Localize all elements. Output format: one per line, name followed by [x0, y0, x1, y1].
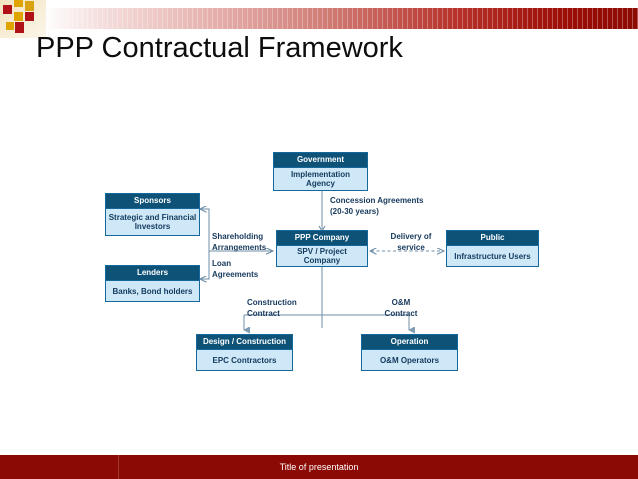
node-ppp-company-header: PPP Company — [277, 231, 367, 246]
node-lenders-header: Lenders — [106, 266, 199, 281]
footer-segment-divider — [118, 455, 119, 479]
edge-label-construction: Construction Contract — [247, 298, 297, 318]
node-public[interactable]: Public Infrastructure Users — [446, 230, 539, 267]
edge-label-om: O&M Contract — [384, 298, 418, 318]
motif-square-gold-2 — [25, 1, 34, 11]
node-operation-header: Operation — [362, 335, 457, 350]
ppp-framework-diagram: Government Implementation Agency Sponsor… — [0, 130, 638, 400]
edge-shareholding — [201, 209, 272, 251]
node-operation[interactable]: Operation O&M Operators — [361, 334, 458, 371]
footer-title: Title of presentation — [279, 462, 359, 472]
node-design-construction-body: EPC Contractors — [197, 350, 292, 370]
header-gradient-band — [42, 8, 638, 29]
node-government-header: Government — [274, 153, 367, 168]
corner-motif — [0, 0, 46, 38]
motif-square-red-3 — [15, 22, 24, 33]
edge-loan — [201, 251, 210, 279]
diagram-connectors — [0, 130, 638, 400]
motif-square-gold-3 — [14, 12, 23, 21]
motif-square-gold-1 — [14, 0, 23, 7]
node-sponsors-header: Sponsors — [106, 194, 199, 209]
node-sponsors[interactable]: Sponsors Strategic and Financial Investo… — [105, 193, 200, 236]
motif-square-red-1 — [3, 5, 12, 14]
node-ppp-company-body: SPV / Project Company — [277, 246, 367, 266]
edge-label-shareholding: Shareholding Arrangements — [212, 232, 267, 252]
node-design-construction[interactable]: Design / Construction EPC Contractors — [196, 334, 293, 371]
node-government-body: Implementation Agency — [274, 168, 367, 190]
node-ppp-company[interactable]: PPP Company SPV / Project Company — [276, 230, 368, 267]
header-band-texture — [42, 8, 638, 29]
page-title: PPP Contractual Framework — [36, 32, 403, 64]
node-lenders-body: Banks, Bond holders — [106, 281, 199, 301]
edge-label-concession: Concession Agreements (20-30 years) — [330, 196, 424, 216]
node-lenders[interactable]: Lenders Banks, Bond holders — [105, 265, 200, 302]
motif-square-gold-4 — [6, 22, 14, 30]
node-public-body: Infrastructure Users — [447, 246, 538, 266]
edge-label-loan: Loan Agreements — [212, 259, 259, 279]
footer-bar — [0, 455, 638, 479]
node-design-construction-header: Design / Construction — [197, 335, 292, 350]
node-sponsors-body: Strategic and Financial Investors — [106, 209, 199, 235]
edge-label-delivery: Delivery of service — [390, 232, 432, 252]
node-government[interactable]: Government Implementation Agency — [273, 152, 368, 191]
node-operation-body: O&M Operators — [362, 350, 457, 370]
motif-square-red-2 — [25, 12, 34, 21]
node-public-header: Public — [447, 231, 538, 246]
